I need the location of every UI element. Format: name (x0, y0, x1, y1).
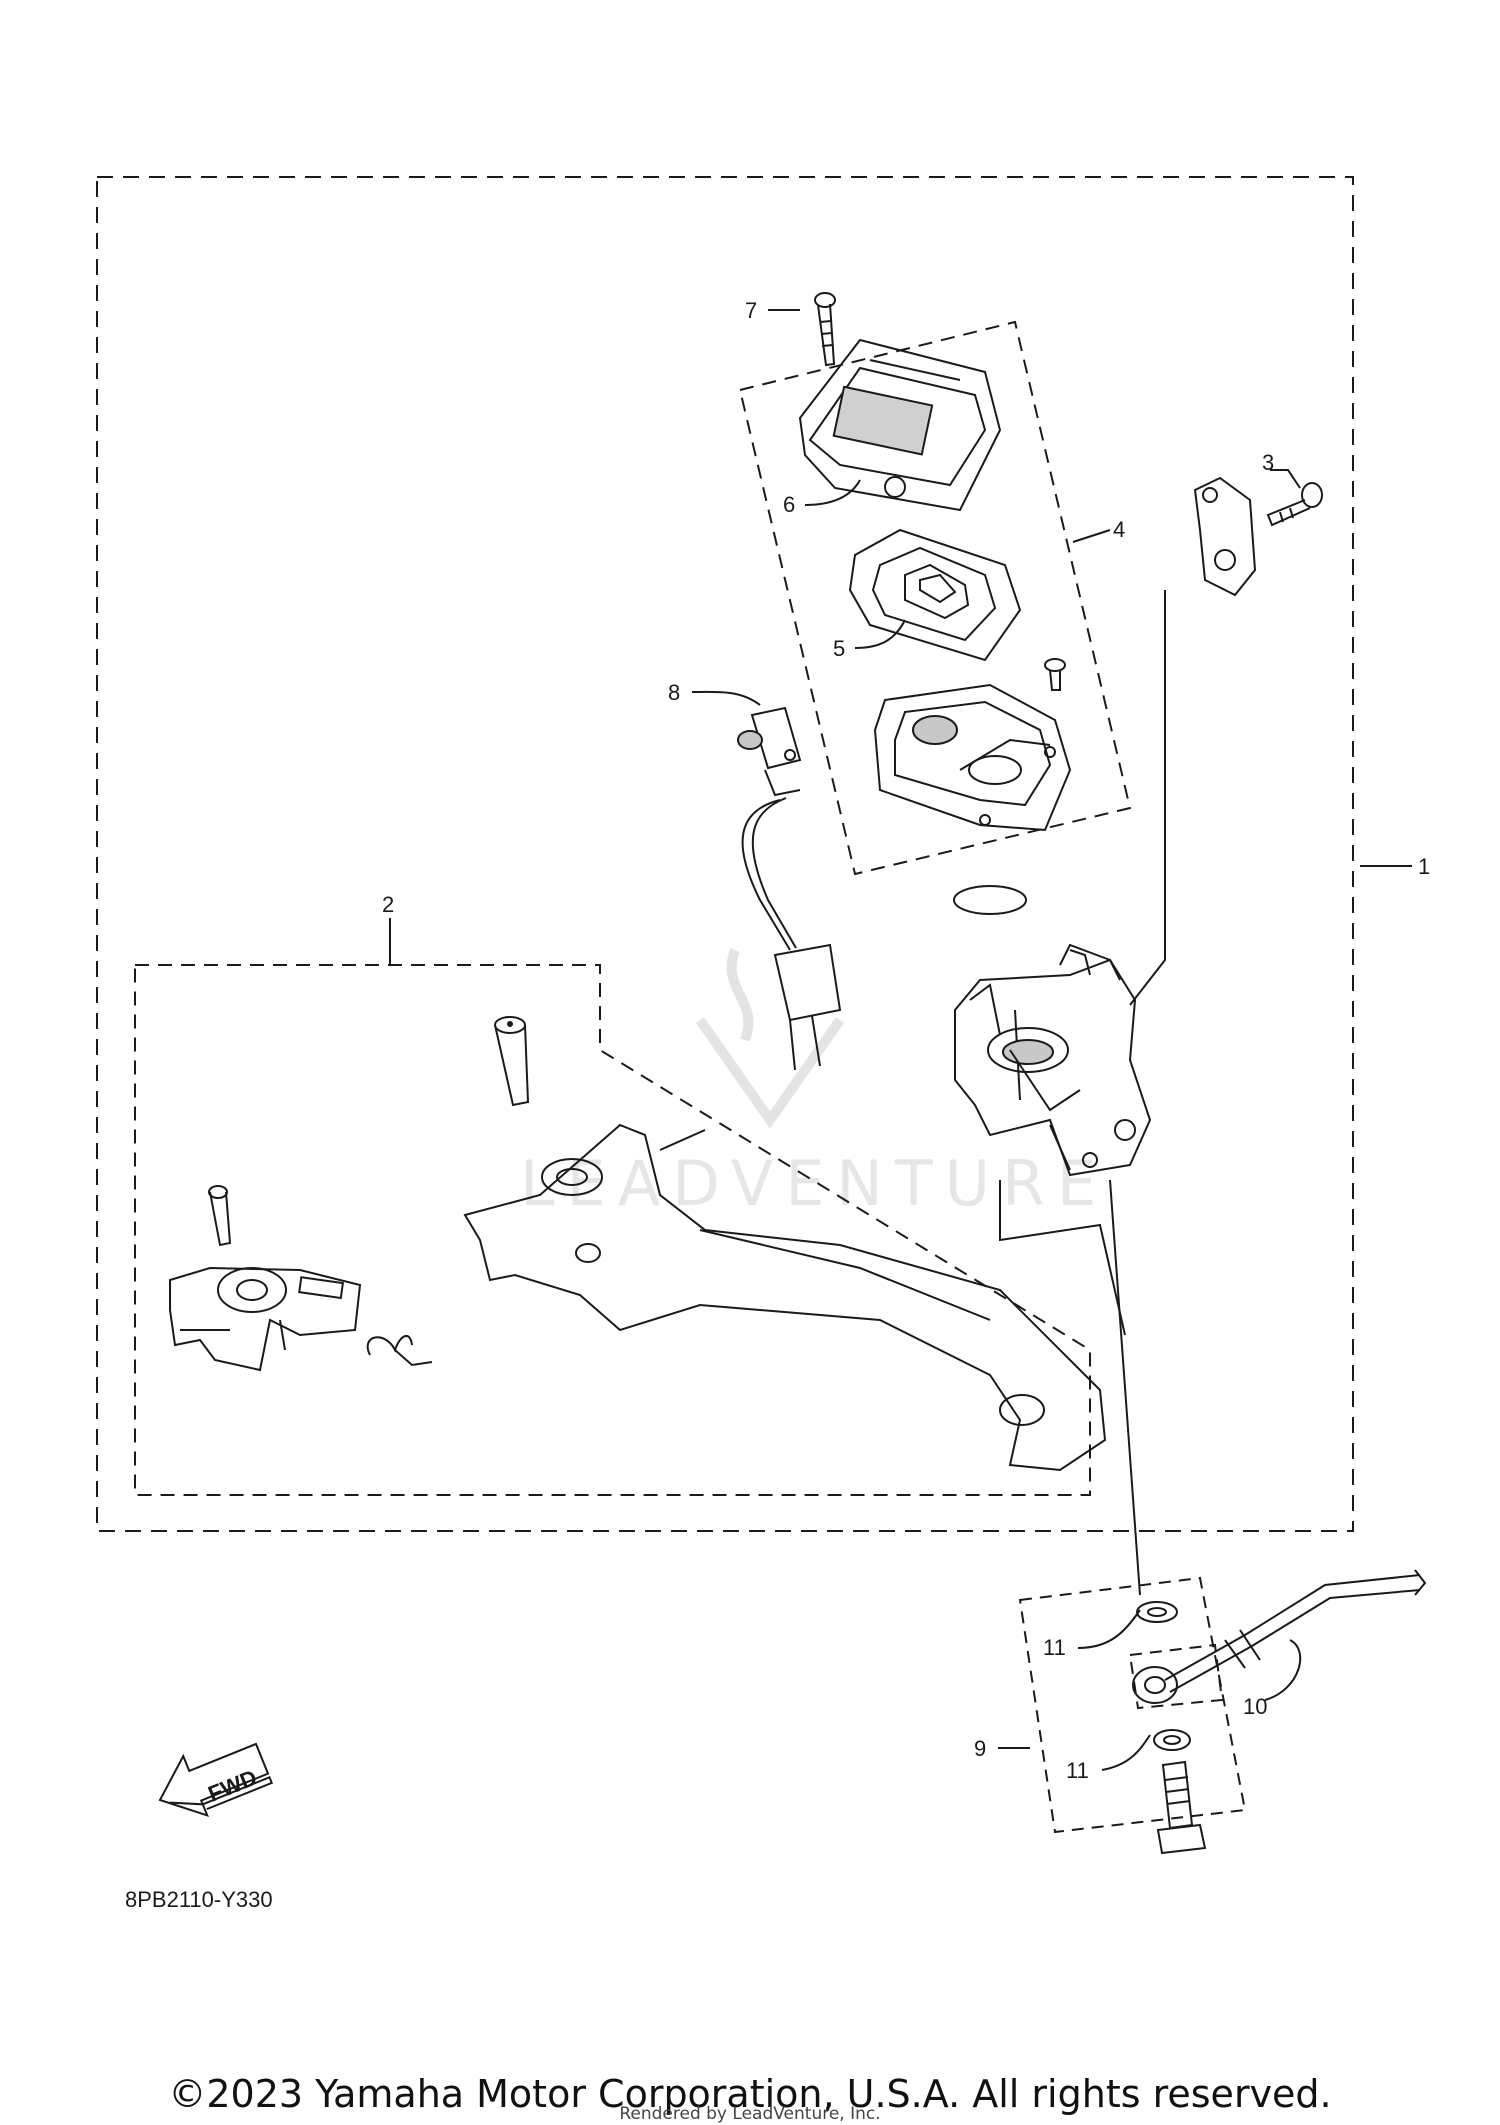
banjo-bolt (1156, 1760, 1207, 1855)
part-10-brake-hose (1132, 1569, 1427, 1704)
callout-2: 2 (382, 892, 394, 917)
callout-9: 9 (974, 1736, 986, 1761)
rendered-by-notice: Rendered by LeadVenture, Inc. (619, 2104, 881, 2124)
adjuster-pin (208, 1185, 232, 1247)
o-ring (953, 885, 1027, 915)
callout-1: 1 (1418, 854, 1430, 879)
part-11-washer-upper (1136, 1601, 1178, 1623)
part-11-washer-lower (1153, 1729, 1191, 1751)
callout-11-lower: 11 (1066, 1758, 1089, 1783)
callout-5: 5 (833, 636, 845, 661)
clamp-bracket (1193, 476, 1257, 597)
fwd-arrow-icon (158, 1742, 274, 1818)
return-spring (366, 1335, 433, 1367)
callout-11-upper: 11 (1043, 1635, 1066, 1660)
callout-4: 4 (1113, 517, 1125, 542)
callout-10: 10 (1243, 1694, 1267, 1719)
callout-8: 8 (668, 680, 680, 705)
part-3-bolt (1266, 482, 1323, 527)
copyright-notice: ©2023 Yamaha Motor Corporation, U.S.A. A… (168, 2072, 1332, 2116)
pivot-bolt (494, 1016, 530, 1107)
callout-7: 7 (745, 298, 757, 323)
part-8-brake-switch (737, 706, 842, 1071)
assembly-2-box (134, 964, 1091, 1496)
callout-3: 3 (1262, 450, 1274, 475)
diagram-code: 8PB2110-Y330 (125, 1887, 273, 1912)
lever-adjuster (169, 1266, 362, 1372)
watermark-logo (695, 948, 845, 1129)
subbox-10-box (1128, 1643, 1224, 1710)
assembly-1-box (96, 176, 1354, 1532)
callout-6: 6 (783, 492, 795, 517)
reservoir-body (873, 683, 1072, 832)
assembly-4-box (738, 320, 1132, 876)
watermark-text: LEADVENTURE (520, 1147, 1108, 1220)
part-6-reservoir-cap (798, 338, 1002, 512)
reservoir-screw (1044, 658, 1066, 691)
master-cylinder-body (954, 943, 1152, 1177)
brake-lever (463, 1123, 1107, 1472)
assembly-9-box (1018, 1576, 1247, 1834)
part-5-diaphragm (848, 528, 1022, 662)
part-7-screw (814, 292, 836, 367)
